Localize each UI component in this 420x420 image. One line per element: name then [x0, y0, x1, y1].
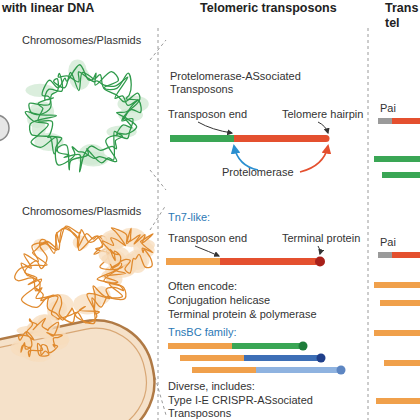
note-text: Often encode: [168, 280, 237, 293]
dna-segment [378, 252, 392, 258]
protelomerase-arc [300, 146, 328, 172]
transposon-segment [256, 367, 338, 373]
column-divider [158, 28, 159, 420]
zoom-line [150, 40, 166, 60]
column-divider [368, 28, 369, 420]
telomere-hairpin [326, 135, 330, 142]
dna-segment [168, 343, 232, 349]
panel-label: Chromosomes/Plasmids [22, 205, 141, 218]
bacterium-membrane [0, 319, 156, 420]
panel-label: Chromosomes/Plasmids [22, 34, 141, 47]
pointer-arrow [318, 246, 320, 254]
annotation-label: Protelomerase [222, 166, 294, 179]
terminal-protein [337, 366, 346, 375]
transposon-segment [234, 135, 326, 142]
transposon-segment [244, 355, 318, 361]
pointer-arrow [198, 122, 232, 133]
zoom-line [150, 205, 166, 230]
terminal-protein [317, 354, 326, 363]
dna-segment [380, 300, 420, 306]
chromatin-blob [122, 254, 137, 275]
column-heading: tel [385, 16, 400, 31]
dna-segment [180, 355, 244, 361]
chromatin-blob [26, 84, 55, 97]
terminal-protein [299, 342, 308, 351]
chromosome-strand [29, 72, 141, 165]
column-heading: Trans [385, 1, 418, 16]
annotation-label: Telomere hairpin [282, 108, 363, 121]
dna-segment [374, 282, 420, 288]
chromosome-strand [102, 228, 153, 273]
transposon-segment [232, 343, 300, 349]
chromatin-blob [45, 335, 69, 345]
column-heading: with linear DNA [2, 1, 94, 16]
column-heading: Telomeric transposons [200, 1, 337, 16]
dna-segment [382, 172, 420, 178]
bacterium-cell [0, 309, 165, 420]
transposon-segment [220, 258, 316, 265]
dna-segment [170, 135, 234, 142]
dna-segment [376, 398, 420, 404]
dna-segment [374, 330, 420, 336]
category-label: TnsBC family: [168, 326, 236, 339]
annotation-label: Pai [380, 102, 396, 115]
zoom-line [150, 170, 166, 190]
cell-outline [0, 115, 9, 141]
annotation-label: Transposon end [168, 108, 247, 121]
dna-segment [378, 118, 392, 124]
annotation-label: Pai [380, 236, 396, 249]
dna-segment [192, 367, 256, 373]
category-label: Protelomerase-ASsociated Transposons [170, 70, 345, 96]
annotation-label: Transposon end [168, 232, 247, 245]
dna-segment [166, 258, 220, 265]
dna-segment [374, 156, 420, 162]
pointer-arrow [318, 122, 328, 133]
note-text: Type I-E CRISPR-ASsociated Transposons [168, 394, 343, 420]
dna-segment [384, 360, 420, 366]
chromosome-strand [19, 318, 63, 356]
note-text: Conjugation helicase [168, 294, 270, 307]
pointer-arrow [195, 246, 219, 256]
category-label: Tn7-like: [168, 211, 210, 224]
transposon-segment [392, 252, 420, 258]
transposon-segment [392, 118, 420, 124]
annotation-label: Terminal protein [282, 232, 360, 245]
note-text: Terminal protein & polymerase [168, 308, 317, 321]
note-text: Diverse, includes: [168, 380, 255, 393]
terminal-protein [315, 257, 325, 267]
chromosome-artwork [11, 59, 155, 362]
